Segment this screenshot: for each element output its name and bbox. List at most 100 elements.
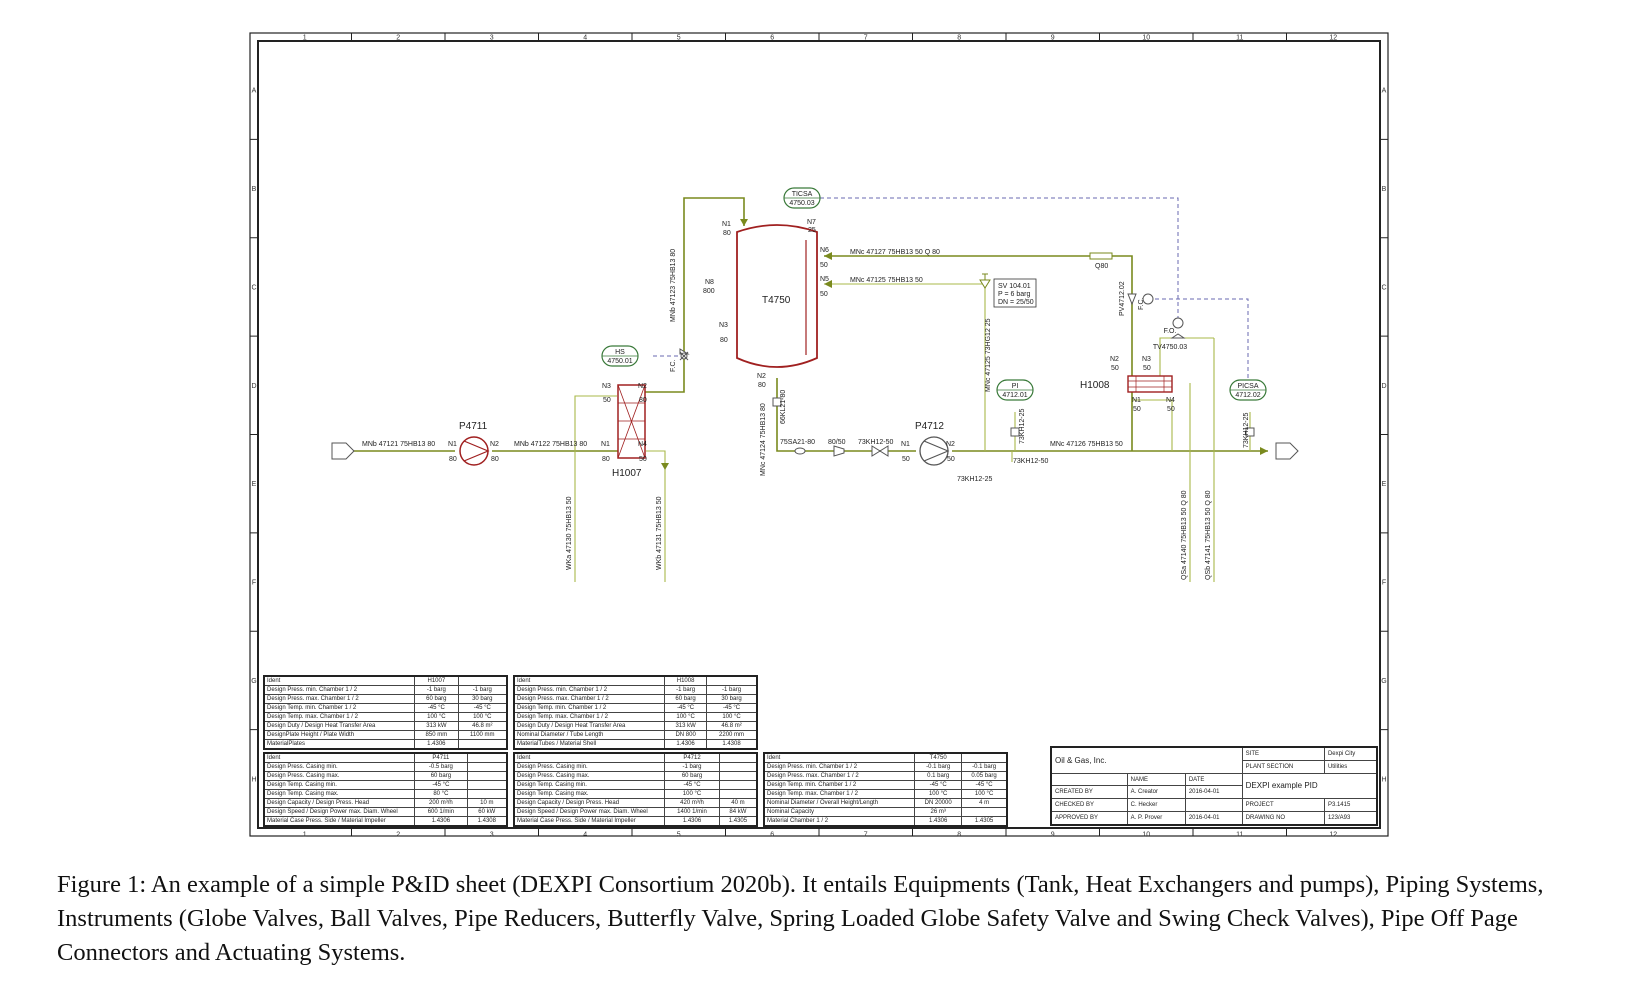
border-column-top: 10 xyxy=(1142,35,1150,42)
table-row: Design Temp. min. Chamber 1 / 2-45 °C-45… xyxy=(763,780,1008,790)
spec-value: -45 °C xyxy=(706,703,758,713)
project-label: PROJECT xyxy=(1241,798,1325,812)
globe-valve-fc1[interactable] xyxy=(679,348,690,361)
picsa-tag: PICSA xyxy=(1237,383,1258,390)
spec-value: 0.05 barg xyxy=(961,771,1008,781)
spec-label: Ident xyxy=(763,752,916,763)
spec-label: Ident xyxy=(263,675,416,686)
control-valve-tv[interactable] xyxy=(1170,317,1186,339)
line-reducer: 80/50 xyxy=(828,439,846,446)
table-row: Design Press. min. Chamber 1 / 2-1 barg-… xyxy=(263,685,508,695)
table-row: Design Press. min. Chamber 1 / 2-1 barg-… xyxy=(513,685,758,695)
spec-label: Design Temp. Casing max. xyxy=(263,789,416,799)
nozzle-p4711-n2-size: 80 xyxy=(491,456,499,463)
spec-value: 313 kW xyxy=(664,721,708,731)
border-row-right: D xyxy=(1381,383,1386,390)
border-row-right: A xyxy=(1382,88,1387,95)
line-47141: QSb 47141 75HB13 50 Q 80 xyxy=(1205,490,1212,580)
plant-section-label: PLANT SECTION xyxy=(1241,760,1325,774)
table-row: Design Temp. Casing min.-45 °C xyxy=(513,780,758,790)
spec-value: 850 mm xyxy=(414,730,459,740)
safety-valve-sv10401[interactable] xyxy=(979,273,991,289)
spec-label: Design Press. max. Chamber 1 / 2 xyxy=(763,771,916,781)
instrument-picsa[interactable] xyxy=(1229,379,1267,401)
spec-value: H1008 xyxy=(664,675,708,686)
instrument-pi[interactable] xyxy=(996,379,1034,401)
spec-value xyxy=(706,675,758,686)
spec-value: 600 1/min xyxy=(414,807,468,817)
spec-value: 46.8 m² xyxy=(706,721,758,731)
border-row-left: B xyxy=(252,186,257,193)
spec-label: Design Temp. max. Chamber 1 / 2 xyxy=(513,712,666,722)
line-kh25a: 73KH12-25 xyxy=(957,476,993,483)
spec-value: T4750 xyxy=(914,752,963,763)
ball-valve-kh25-picsa[interactable] xyxy=(1245,427,1255,437)
line-q80: Q80 xyxy=(1095,263,1108,270)
spec-value: -45 °C xyxy=(414,780,468,790)
company-name: Oil & Gas, Inc. xyxy=(1050,746,1243,774)
butterfly-valve[interactable] xyxy=(794,447,806,455)
border-column-top: 7 xyxy=(864,35,868,42)
border-column-top: 11 xyxy=(1236,35,1243,42)
nozzle-h1007-n1-size: 80 xyxy=(602,456,610,463)
border-column-bottom: 3 xyxy=(490,832,494,839)
border-row-left: H xyxy=(251,776,256,783)
border-column-bottom: 2 xyxy=(396,832,400,839)
ball-valve-kh50[interactable] xyxy=(871,445,889,457)
nozzle-h1008-n4: N4 xyxy=(1166,397,1175,404)
ticsa-tag: TICSA xyxy=(792,191,813,198)
border-column-bottom: 12 xyxy=(1329,832,1337,839)
spec-value xyxy=(961,807,1008,817)
spec-value: DN 20000 xyxy=(914,798,963,808)
spec-value: 60 kW xyxy=(466,807,508,817)
safety-valve-label-box xyxy=(993,278,1037,308)
instrument-ticsa[interactable] xyxy=(783,187,821,209)
spec-value: -45 °C xyxy=(664,703,708,713)
spec-value: 200 m³/h xyxy=(414,798,468,808)
border-column-bottom: 6 xyxy=(770,832,774,839)
h1007-plates xyxy=(617,384,646,459)
site-value: Dexpi City xyxy=(1323,746,1378,762)
spec-value: -1 barg xyxy=(457,685,508,695)
spec-value: -1 barg xyxy=(414,685,459,695)
pipe-reducer[interactable] xyxy=(833,445,845,457)
nozzle-h1008-n3-size: 50 xyxy=(1143,365,1151,372)
spec-value xyxy=(457,675,508,686)
border-column-top: 8 xyxy=(957,35,961,42)
spec-label: Design Temp. max. Chamber 1 / 2 xyxy=(263,712,416,722)
hx-h1008-label: H1008 xyxy=(1080,380,1110,391)
control-valve-pv[interactable] xyxy=(1127,293,1154,306)
border-column-bottom: 10 xyxy=(1142,832,1150,839)
border-row-right: G xyxy=(1381,678,1386,685)
spec-value xyxy=(457,739,508,750)
spec-value xyxy=(718,771,758,781)
pump-p4711-label: P4711 xyxy=(459,421,488,432)
approved-by-date: 2016-04-01 xyxy=(1184,810,1243,826)
sv-dn: DN = 25/50 xyxy=(998,299,1034,306)
line-47130: WKa 47130 75HB13 50 xyxy=(566,496,573,570)
ball-valve-kh25-pi[interactable] xyxy=(1010,427,1020,437)
spec-label: Material Case Press. Side / Material Imp… xyxy=(513,816,666,827)
spec-label: Nominal Capacity xyxy=(763,807,916,817)
heat-exchanger-h1008[interactable] xyxy=(1127,375,1173,393)
check-valve-tank[interactable] xyxy=(772,397,782,407)
tank-t4750[interactable] xyxy=(736,224,818,368)
border-column-bottom: 11 xyxy=(1236,832,1243,839)
spec-value: 100 °C xyxy=(457,712,508,722)
spec-value xyxy=(718,752,758,763)
hx-h1007-label: H1007 xyxy=(612,468,642,479)
spec-label: Design Temp. Casing max. xyxy=(513,789,666,799)
spec-value: -1 barg xyxy=(706,685,758,695)
spec-value: -45 °C xyxy=(961,780,1008,790)
instrument-hs[interactable] xyxy=(601,345,639,367)
nozzle-tank-n5: N5 xyxy=(820,276,829,283)
spec-value: 100 °C xyxy=(706,712,758,722)
nozzle-tank-n6: N6 xyxy=(820,247,829,254)
